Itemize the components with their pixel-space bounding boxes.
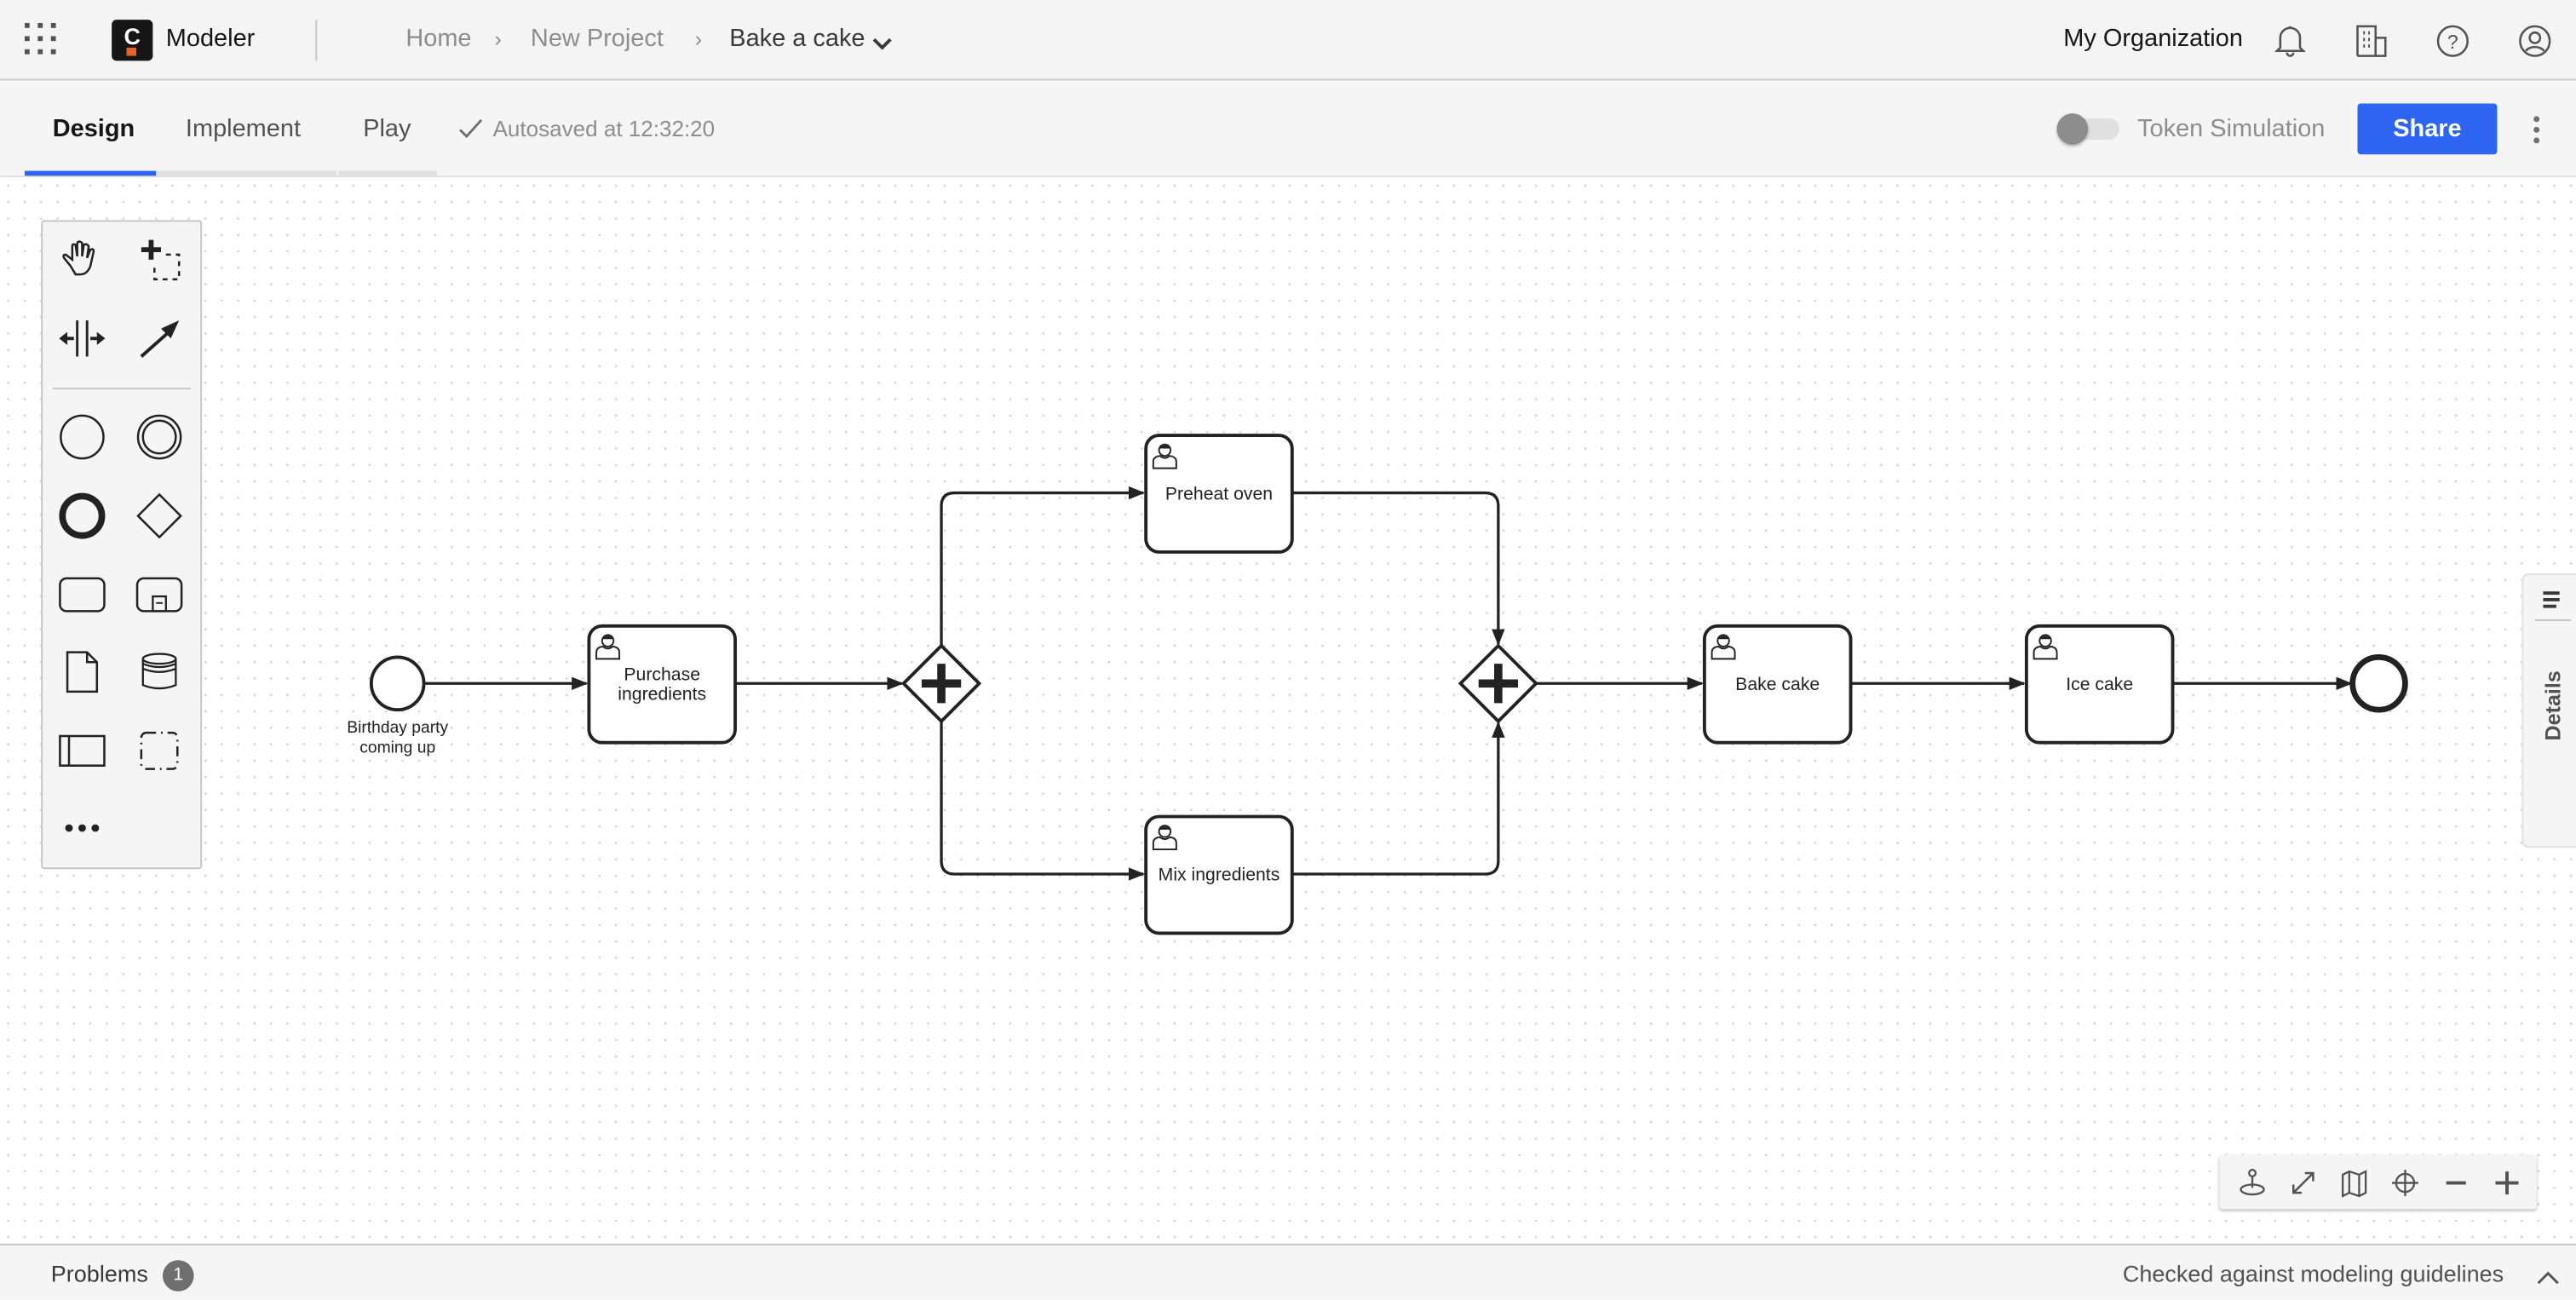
start-event <box>369 655 426 712</box>
sequence-flow <box>1292 721 1505 876</box>
mode-tab-bar: Design Implement Play Autosaved at 12:32… <box>0 82 2576 178</box>
menu-lines-icon <box>2540 588 2563 618</box>
task-bake-cake <box>1702 624 1853 745</box>
task-label[interactable]: Bake cake <box>1735 674 1820 694</box>
organization-switcher[interactable]: My Organization <box>2063 24 2243 53</box>
app-switcher-icon[interactable] <box>24 22 58 64</box>
center-view-icon[interactable] <box>2387 1166 2423 1199</box>
chevron-up-icon[interactable] <box>2537 1265 2560 1295</box>
building-icon[interactable] <box>2355 23 2390 67</box>
space-tool-icon[interactable] <box>55 310 111 366</box>
task-mix-ingredients <box>1144 814 1294 935</box>
tab-play[interactable]: Play <box>363 114 411 143</box>
autosave-status: Autosaved at 12:32:20 <box>492 116 716 141</box>
token-simulation-label: Token Simulation <box>2137 114 2326 143</box>
gateway-tool-icon[interactable] <box>131 488 187 544</box>
lasso-tool-icon[interactable] <box>131 232 187 288</box>
task-label[interactable]: Preheat oven <box>1164 483 1274 504</box>
task-label[interactable]: Ice cake <box>2066 674 2134 694</box>
user-avatar-icon[interactable] <box>2517 23 2553 67</box>
sequence-flow <box>940 721 1146 881</box>
start-event-tool-icon[interactable] <box>55 409 111 465</box>
hand-tool-icon[interactable] <box>55 232 111 288</box>
problems-label[interactable]: Problems <box>50 1260 148 1287</box>
end-event <box>2349 654 2408 713</box>
task-preheat-oven <box>1144 434 1294 554</box>
pool-tool-icon[interactable] <box>55 723 111 779</box>
checkmark-icon <box>458 117 485 148</box>
details-label: Details <box>2540 670 2566 741</box>
top-bar: C Modeler Home › New Project › Bake a ca… <box>0 0 2576 81</box>
help-icon[interactable]: ? <box>2435 23 2470 67</box>
breadcrumb-separator: › <box>694 26 703 51</box>
reset-view-icon[interactable] <box>2234 1166 2270 1199</box>
zoom-out-icon[interactable] <box>2438 1166 2474 1199</box>
data-object-tool-icon[interactable] <box>55 644 111 700</box>
token-simulation-toggle[interactable] <box>2056 113 2123 145</box>
overflow-menu-icon[interactable] <box>2532 115 2542 152</box>
task-tool-icon[interactable] <box>55 567 111 623</box>
tab-underline <box>156 170 337 176</box>
connect-tool-icon[interactable] <box>131 310 187 366</box>
group-tool-icon[interactable] <box>131 723 187 779</box>
breadcrumb-separator: › <box>494 26 502 51</box>
camunda-logo[interactable]: C <box>112 20 153 61</box>
task-purchase-ingredients <box>587 624 737 745</box>
fit-to-screen-icon[interactable] <box>2286 1166 2321 1199</box>
problems-count-badge: 1 <box>162 1260 194 1291</box>
palette-divider <box>52 388 191 390</box>
tab-underline <box>338 170 437 176</box>
end-event-tool-icon[interactable] <box>55 488 111 544</box>
breadcrumb-home[interactable]: Home <box>405 24 472 53</box>
bottom-panel-bar[interactable]: Problems 1 Checked against modeling guid… <box>0 1243 2576 1300</box>
data-store-tool-icon[interactable] <box>131 644 187 700</box>
app-name: Modeler <box>165 24 256 53</box>
parallel-gateway-join <box>1458 643 1538 724</box>
task-ice-cake <box>2024 624 2175 745</box>
parallel-gateway-split <box>900 643 982 724</box>
intermediate-event-tool-icon[interactable] <box>131 409 187 465</box>
bell-icon[interactable] <box>2272 23 2308 67</box>
breadcrumb-project[interactable]: New Project <box>530 24 664 53</box>
task-label[interactable]: Mix ingredients <box>1158 865 1280 885</box>
chevron-down-icon[interactable] <box>872 32 892 61</box>
zoom-in-icon[interactable] <box>2489 1166 2525 1199</box>
sequence-flow <box>940 486 1146 646</box>
tab-implement[interactable]: Implement <box>185 114 301 143</box>
logo-letter: C <box>124 22 141 49</box>
breadcrumb-current[interactable]: Bake a cake <box>729 24 865 53</box>
divider <box>2534 619 2572 621</box>
sequence-flow <box>1292 491 1505 646</box>
start-event-label[interactable]: Birthday party coming up <box>347 719 449 758</box>
svg-text:?: ? <box>2447 31 2458 53</box>
divider <box>315 20 318 61</box>
task-label[interactable]: Purchase ingredients <box>618 664 707 705</box>
canvas-controls <box>2219 1154 2537 1210</box>
tab-design-indicator <box>24 170 157 176</box>
subprocess-tool-icon[interactable] <box>131 567 187 623</box>
tab-design[interactable]: Design <box>52 114 135 143</box>
share-button[interactable]: Share <box>2357 103 2498 155</box>
details-panel-toggle[interactable]: Details <box>2521 573 2576 848</box>
more-tools-icon[interactable] <box>55 800 111 856</box>
guidelines-status: Checked against modeling guidelines <box>2122 1260 2504 1287</box>
tool-palette <box>41 220 203 870</box>
minimap-icon[interactable] <box>2336 1166 2372 1199</box>
